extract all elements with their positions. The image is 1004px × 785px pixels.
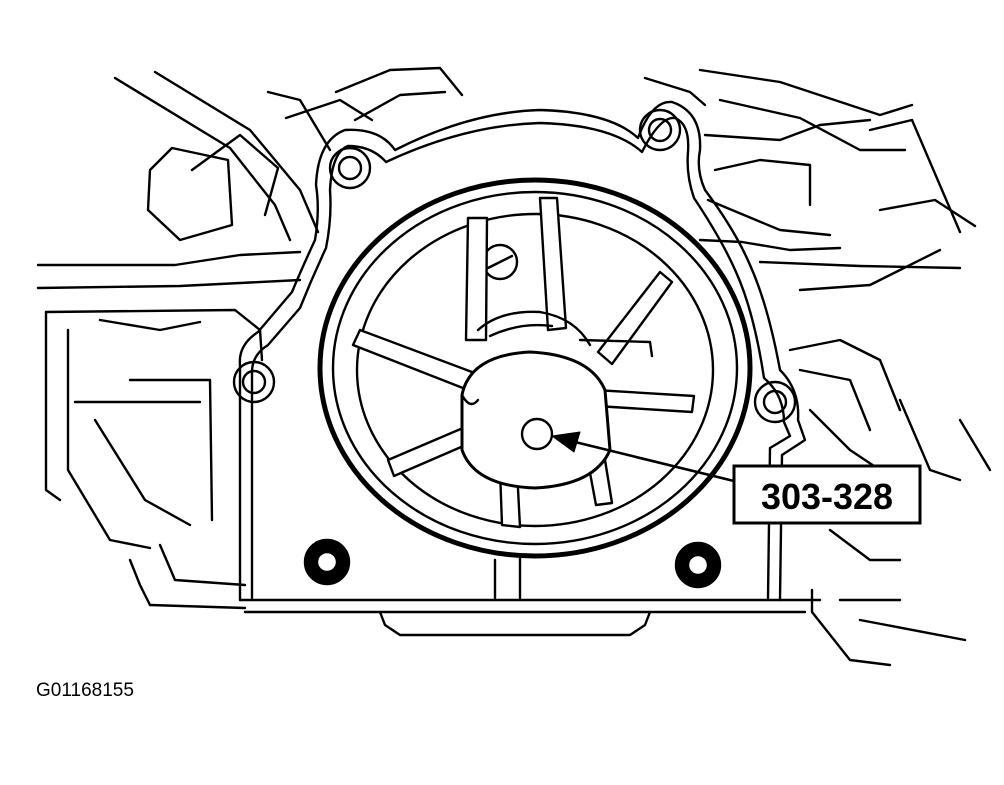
- bolt-boss-left: [232, 360, 276, 404]
- seal-installer-tool: [351, 196, 696, 529]
- tool-number-label: 303-328: [761, 476, 893, 517]
- lower-bolts: [303, 538, 722, 589]
- bolt-boss-top-left: [328, 146, 372, 190]
- center-bolt-icon: [520, 417, 554, 451]
- engine-block-outline: [36, 66, 992, 667]
- bolt-boss-top-right: [638, 108, 682, 152]
- callout-arrow: [551, 431, 740, 484]
- tool-number-callout: 303-328: [732, 464, 922, 525]
- figure-id-label: G01168155: [36, 680, 134, 701]
- seal-retainer-plate: [232, 100, 807, 602]
- bolt-boss-right: [753, 380, 797, 424]
- seal-bore: [317, 177, 753, 600]
